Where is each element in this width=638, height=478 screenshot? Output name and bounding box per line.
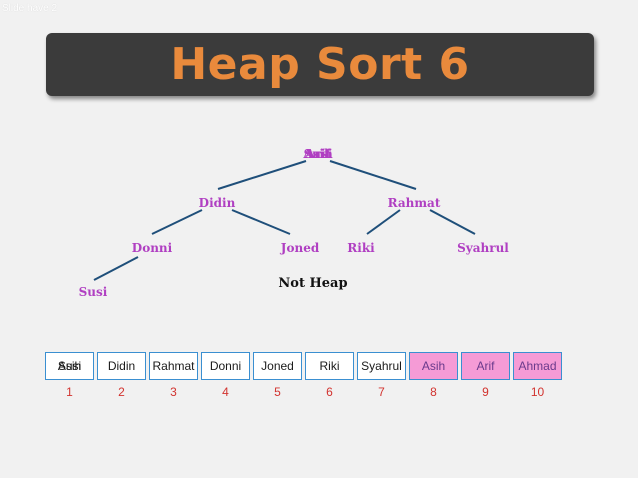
edge-donni-susi — [93, 256, 139, 281]
array-index: 8 — [430, 385, 437, 399]
array-index: 1 — [66, 385, 73, 399]
edge-rahmat-syahrul — [429, 209, 476, 235]
array-index: 10 — [530, 385, 545, 399]
tree-node-susi: Susi — [79, 285, 108, 299]
edge-root-rahmat — [329, 160, 417, 190]
array-row: Susi Asih Didin Rahmat Donni Joned Riki … — [45, 352, 565, 380]
array-cell: Rahmat — [149, 352, 198, 380]
array-cell-value: Ahmad — [518, 359, 557, 373]
edge-root-didin — [217, 160, 307, 190]
tree-node-donni: Donni — [132, 241, 173, 255]
tree-root-label-2: Arif — [304, 147, 331, 161]
edge-rahmat-riki — [366, 209, 401, 235]
array-cell: Donni — [201, 352, 250, 380]
array-cell-sorted: Arif — [461, 352, 510, 380]
heap-status-label: Not Heap — [278, 276, 348, 291]
edge-didin-joned — [231, 209, 291, 235]
array-cell-value: Susi — [57, 359, 82, 373]
array-indices: 1 2 3 4 5 6 7 8 9 10 — [45, 385, 565, 399]
array-cell-value: Asih — [57, 359, 82, 373]
slide-number: Slide have 2 — [2, 3, 58, 14]
array-cell-sorted: Ahmad — [513, 352, 562, 380]
array-cell-value: Syahrul — [361, 359, 402, 373]
array-index: 7 — [378, 385, 385, 399]
array-index: 3 — [170, 385, 177, 399]
array-index: 6 — [326, 385, 333, 399]
array-cell-value: Rahmat — [152, 359, 195, 373]
array-index: 5 — [274, 385, 281, 399]
array-cell: Didin — [97, 352, 146, 380]
array-cell: Riki — [305, 352, 354, 380]
tree-node-didin: Didin — [199, 196, 236, 210]
tree-node-rahmat: Rahmat — [388, 196, 441, 210]
tree-root-label-1: Susi — [304, 147, 333, 161]
tree-node-syahrul: Syahrul — [457, 241, 509, 255]
tree-node-riki: Riki — [347, 241, 375, 255]
array-index: 2 — [118, 385, 125, 399]
array-cell-value: Didin — [107, 359, 136, 373]
tree-root-label-3: Asih — [302, 147, 333, 161]
array-cell-value: Joned — [261, 359, 294, 373]
array-cell-sorted: Asih — [409, 352, 458, 380]
array-cell: Syahrul — [357, 352, 406, 380]
array-cell-value: Riki — [319, 359, 340, 373]
title-banner: Heap Sort 6 — [46, 33, 594, 96]
array-index: 9 — [482, 385, 489, 399]
tree-node-joned: Joned — [280, 241, 320, 255]
edge-didin-donni — [151, 209, 203, 235]
array-cell-value: Asih — [421, 359, 446, 373]
array-cell: Joned — [253, 352, 302, 380]
array-cell-value: Donni — [209, 359, 242, 373]
array-cell: Susi Asih — [45, 352, 94, 380]
array-index: 4 — [222, 385, 229, 399]
slide-title: Heap Sort 6 — [170, 39, 470, 90]
array-cell-value: Arif — [476, 359, 495, 373]
